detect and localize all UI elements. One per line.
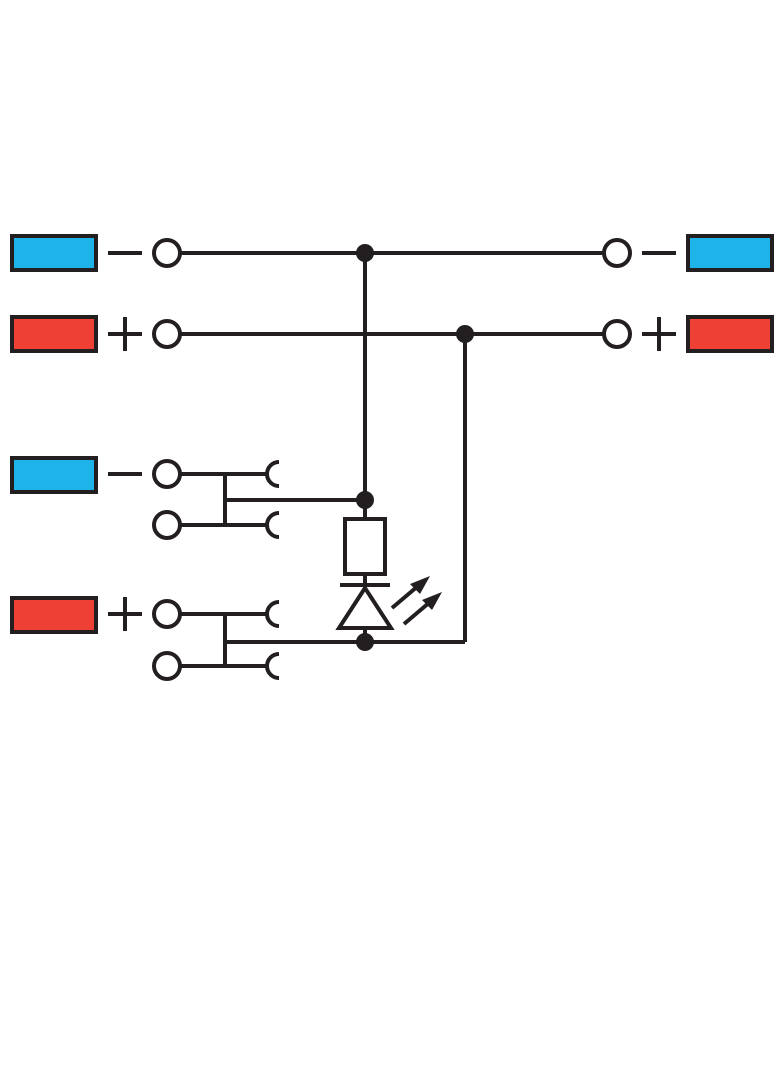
plug-socket-icon [265,600,280,628]
junction-node-positive-group [356,633,374,651]
resistor-icon [343,517,387,576]
plus-sign-icon [642,317,676,351]
wire-positive-group [180,612,465,668]
color-block-negative-left-mid [10,456,98,494]
wire-negative-group [180,472,365,527]
terminal-positive-left-top [152,319,182,349]
junction-node-positive-top [456,325,474,343]
terminal-positive-group-1 [152,599,182,629]
junction-node-negative-group [356,491,374,509]
junction-node-negative-top [356,244,374,262]
plug-socket-icon [265,460,280,488]
plus-sign-icon [108,317,142,351]
color-block-positive-right [686,315,774,353]
plug-socket-icon [265,652,280,680]
terminal-positive-right-top [602,319,632,349]
terminal-negative-left-top [152,238,182,268]
terminal-negative-right-top [602,238,632,268]
terminal-negative-group-2 [152,510,182,540]
plus-sign-icon [108,597,142,631]
plug-socket-icon [265,511,280,539]
color-block-negative-right-top [686,234,774,272]
terminal-negative-group-1 [152,459,182,489]
color-block-positive-left-bottom [10,596,98,634]
color-block-negative-left-top [10,234,98,272]
light-emission-arrows-icon [390,576,442,626]
color-block-positive-left [10,315,98,353]
terminal-positive-group-2 [152,651,182,681]
